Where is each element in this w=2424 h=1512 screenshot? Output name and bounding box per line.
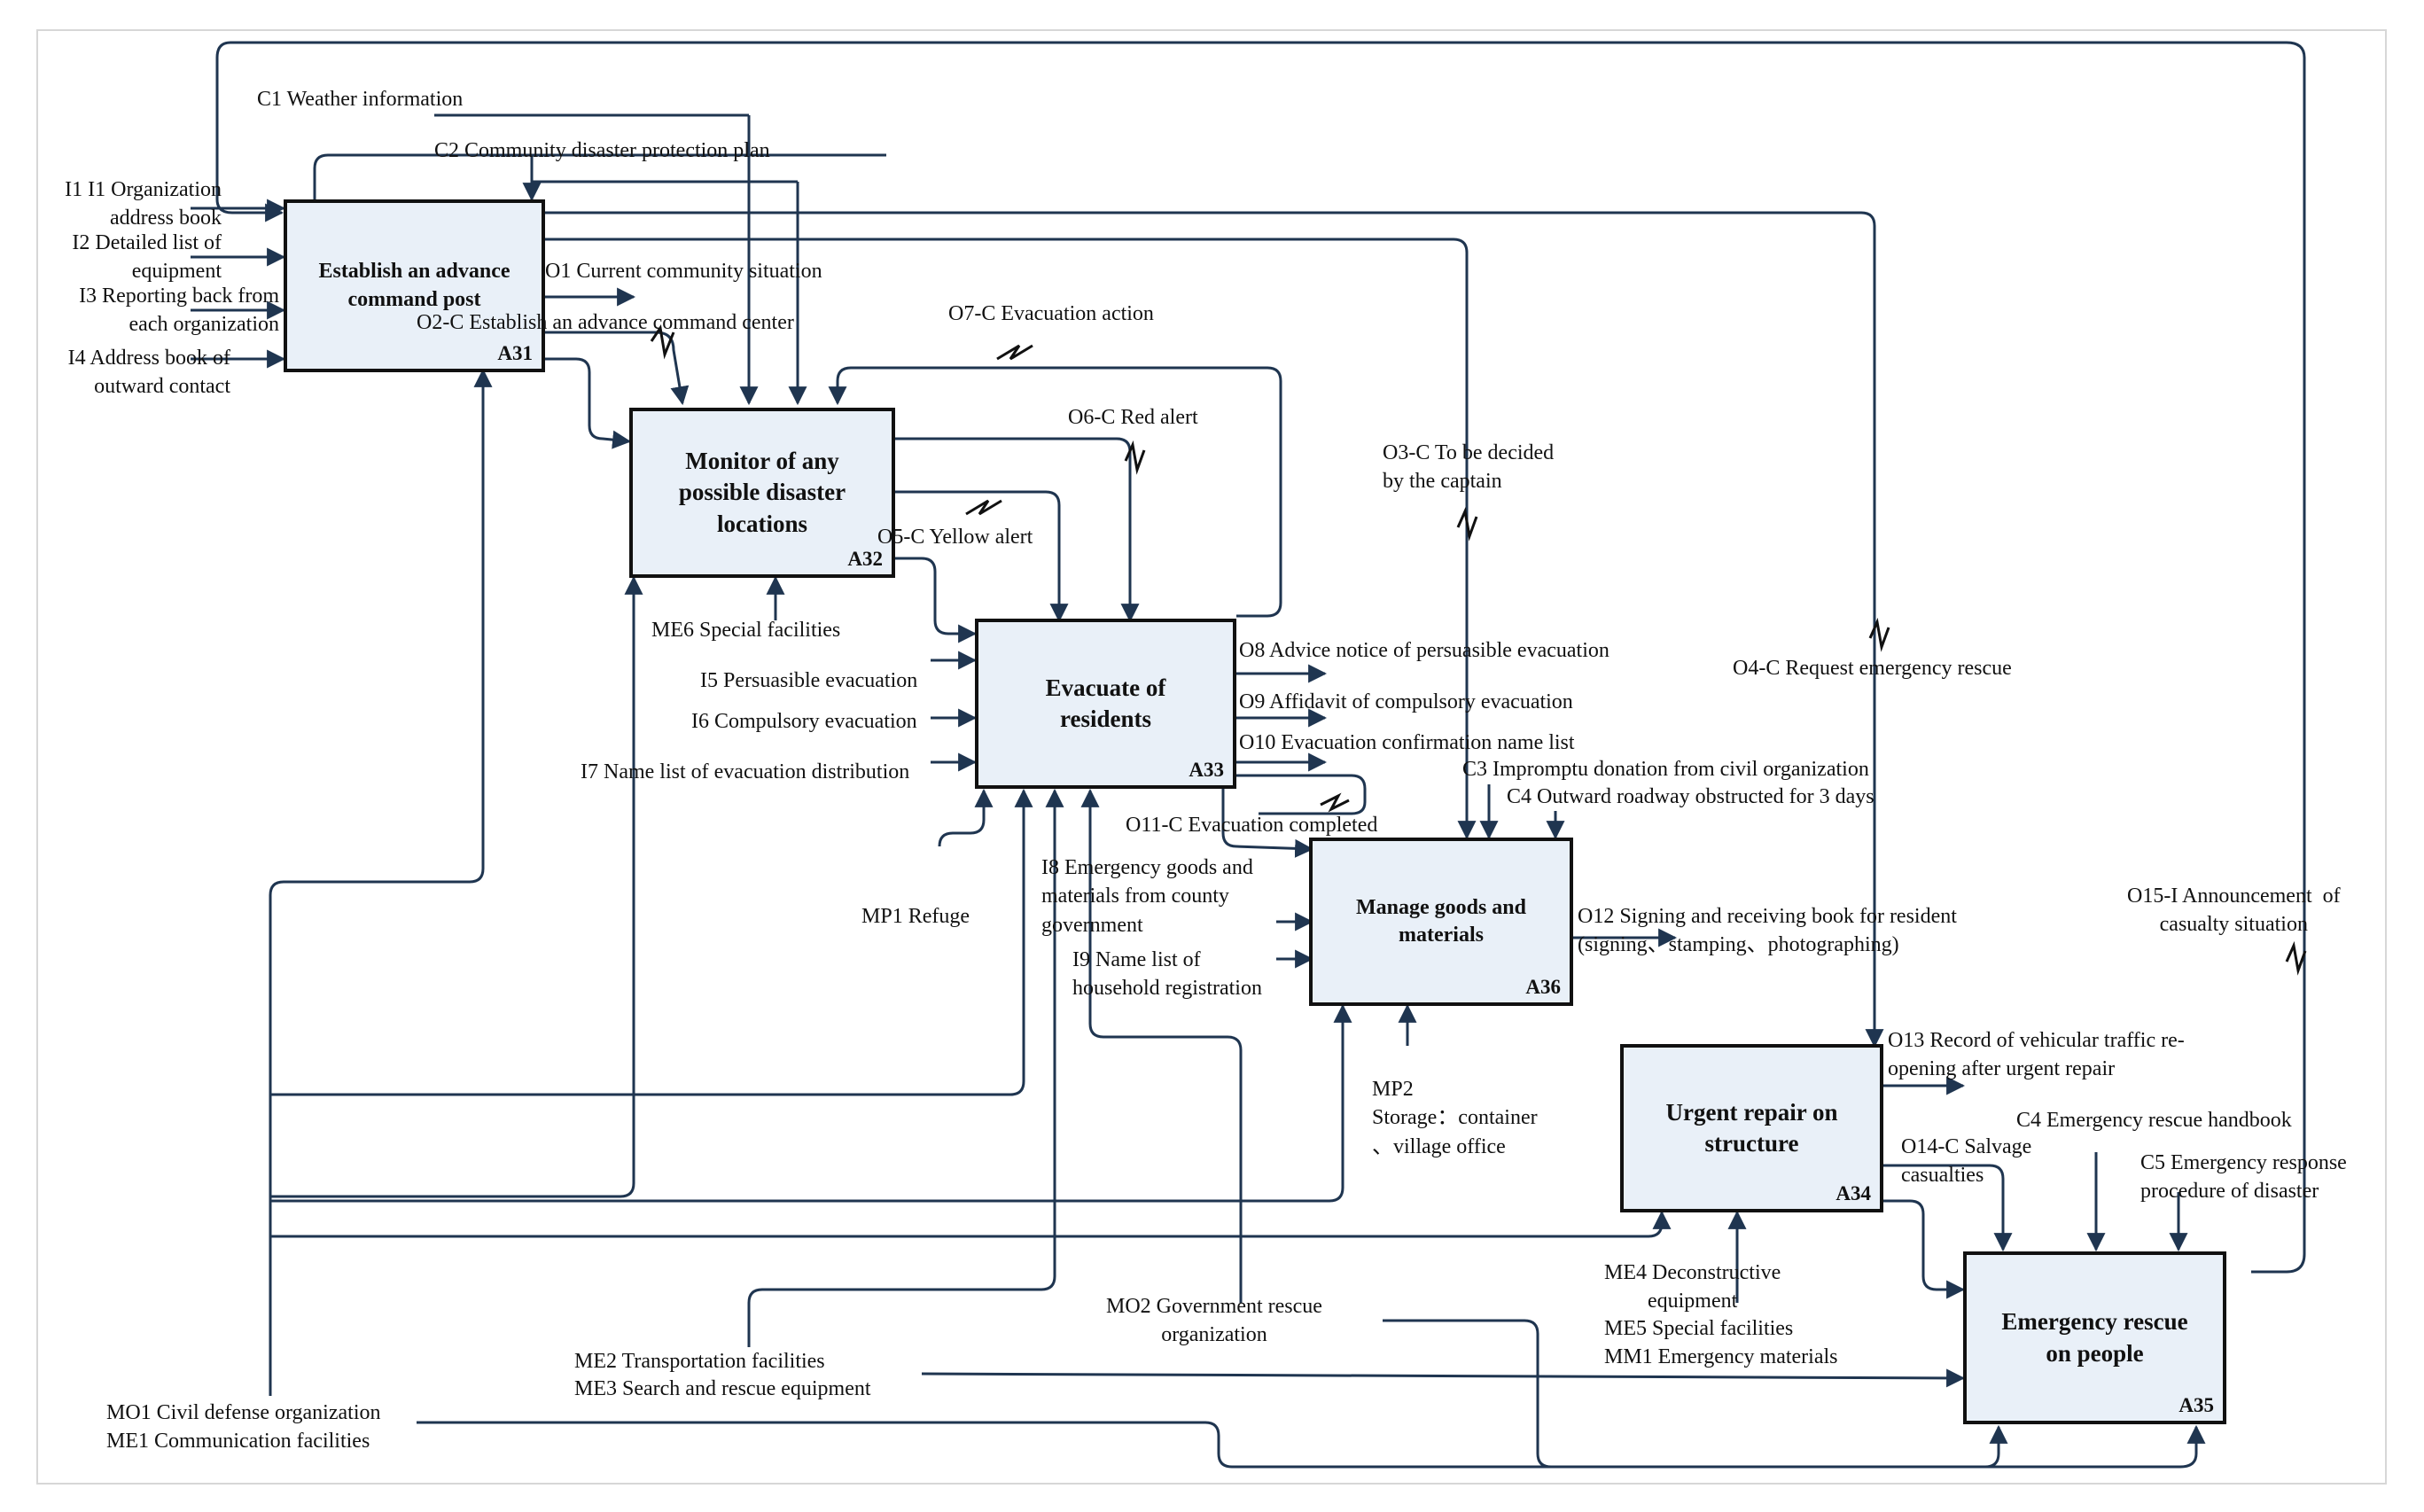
arrow-o11 [1221,789,1314,858]
arrow-mo2 [1080,788,1243,1303]
activity-a36[interactable]: Manage goods and materials A36 [1309,838,1573,1006]
output-o3: O3-C To be decided by the captain [1383,441,1555,494]
control-c5: C5 Emergency response procedure of disas… [2140,1151,2347,1204]
mechanism-mm1: MM1 Emergency materials [1604,1345,1838,1368]
output-o15: O15-I Announcement of casualty situation [2127,885,2341,937]
input-i4: I4 Address book of outward contact [67,347,230,399]
input-i3: I3 Reporting back from each organization [79,284,279,337]
arrow-o15-loop [215,41,2306,1274]
output-o5: O5-C Yellow alert [877,526,1033,549]
output-o8: O8 Advice notice of persuasible evacuati… [1239,639,1610,662]
mechanism-me6: ME6 Special facilities [651,619,841,642]
squiggle-o15 [2285,940,2307,976]
mechanism-me1: ME1 Communication facilities [106,1430,370,1453]
activity-a36-title: Manage goods and materials [1355,895,1527,947]
arrow-o4 [545,211,1884,1048]
control-c3: C3 Impromptu donation from civil organiz… [1462,758,1869,781]
arrow-a32-a33 [895,557,978,643]
activity-a31-title: Establish an advance command post [318,260,511,311]
squiggle-o3 [1456,506,1478,542]
arrow-o14 [1883,1164,2013,1252]
control-c1: C1 Weather information [257,88,464,111]
arrow-mo1-a35 [417,1421,2008,1469]
activity-a31[interactable]: Establish an advance command post A31 [284,199,545,372]
input-i6: I6 Compulsory evacuation [691,710,917,733]
line-o11 [1236,774,1367,815]
activity-a32-code: A32 [847,548,883,570]
activity-a36-code: A36 [1525,976,1561,998]
input-i7: I7 Name list of evacuation distribution [581,760,910,783]
control-c4-handbook: C4 Emergency rescue handbook [2016,1109,2292,1132]
output-o11: O11-C Evacuation completed [1126,814,1378,837]
squiggle-o2 [650,324,675,360]
mechanism-me3: ME3 Search and rescue equipment [574,1377,871,1400]
activity-a32-title: Monitor of any possible disaster locatio… [678,448,846,537]
output-o6: O6-C Red alert [1068,406,1198,429]
activity-a34-code: A34 [1836,1182,1871,1204]
input-i1: I1 I1 Organization address book [65,178,222,230]
activity-a33[interactable]: Evacuate of residents A33 [975,619,1236,789]
activity-a33-title: Evacuate of residents [1045,674,1166,732]
arrow-o7 [828,366,1282,618]
output-o7: O7-C Evacuation action [948,302,1154,325]
mechanism-mp1: MP1 Refuge [861,905,970,928]
arrow-a34-a35 [1883,1199,1966,1299]
activity-a34-title: Urgent repair on structure [1665,1098,1838,1157]
activity-a34[interactable]: Urgent repair on structure A34 [1620,1044,1883,1212]
arrow-mo1-a33 [270,788,1033,1096]
arrow-mp1 [938,788,994,847]
mechanism-mp2: MP2 Storage：container 、village office [1372,1078,1538,1158]
arrow-mo1-a32 [270,575,643,1198]
line-c2-a [313,153,886,199]
arrow-me3 [921,1368,1966,1388]
output-o10: O10 Evacuation confirmation name list [1239,731,1575,754]
squiggle-o11 [1320,792,1350,813]
mechanism-me5: ME5 Special facilities [1604,1317,1794,1340]
squiggle-o6 [1124,440,1146,475]
arrow-mo1-a36 [270,1003,1352,1203]
activity-a35[interactable]: Emergency rescue on people A35 [1963,1251,2226,1424]
input-i9: I9 Name list of household registration [1072,948,1262,1001]
arrow-o5 [895,490,1069,623]
output-o2: O2-C Establish an advance command center [417,311,794,334]
activity-a35-code: A35 [2178,1394,2214,1416]
squiggle-o7 [996,344,1033,361]
input-i2: I2 Detailed list of equipment [72,231,222,284]
squiggle-o4 [1868,617,1890,652]
mechanism-mo2: MO2 Government rescue organization [1106,1295,1322,1347]
arrow-o3 [545,238,1477,840]
diagram-frame [36,29,2387,1485]
output-o4: O4-C Request emergency rescue [1733,657,2012,680]
mechanism-me4: ME4 Deconstructive equipment [1604,1261,1781,1313]
arrow-mo2-a35 [1383,1319,2206,1469]
arrow-mo1-a31 [269,368,493,1396]
control-c2: C2 Community disaster protection plan [434,139,770,162]
output-o1: O1 Current community situation [545,260,822,283]
input-i8: I8 Emergency goods and materials from co… [1041,856,1253,937]
arrow-a31-a32 [545,357,632,449]
arrow-me2 [747,788,1064,1347]
output-o9: O9 Affidavit of compulsory evacuation [1239,690,1573,713]
arrow-mo1-a34 [270,1210,1672,1238]
squiggle-o5 [965,499,1002,516]
mechanism-mo1: MO1 Civil defense organization [106,1401,381,1424]
activity-a35-title: Emergency rescue on people [2001,1308,2188,1367]
control-c4-roadway: C4 Outward roadway obstructed for 3 days [1507,785,1875,808]
activity-a32[interactable]: Monitor of any possible disaster locatio… [629,408,895,578]
activity-a33-code: A33 [1189,759,1224,781]
input-i5: I5 Persuasible evacuation [700,669,918,692]
activity-a31-code: A31 [497,342,533,364]
mechanism-me2: ME2 Transportation facilities [574,1350,825,1373]
output-o13: O13 Record of vehicular traffic re- open… [1888,1029,2185,1081]
output-o12: O12 Signing and receiving book for resid… [1578,905,1957,957]
output-o14: O14-C Salvage casualties [1901,1135,2032,1188]
